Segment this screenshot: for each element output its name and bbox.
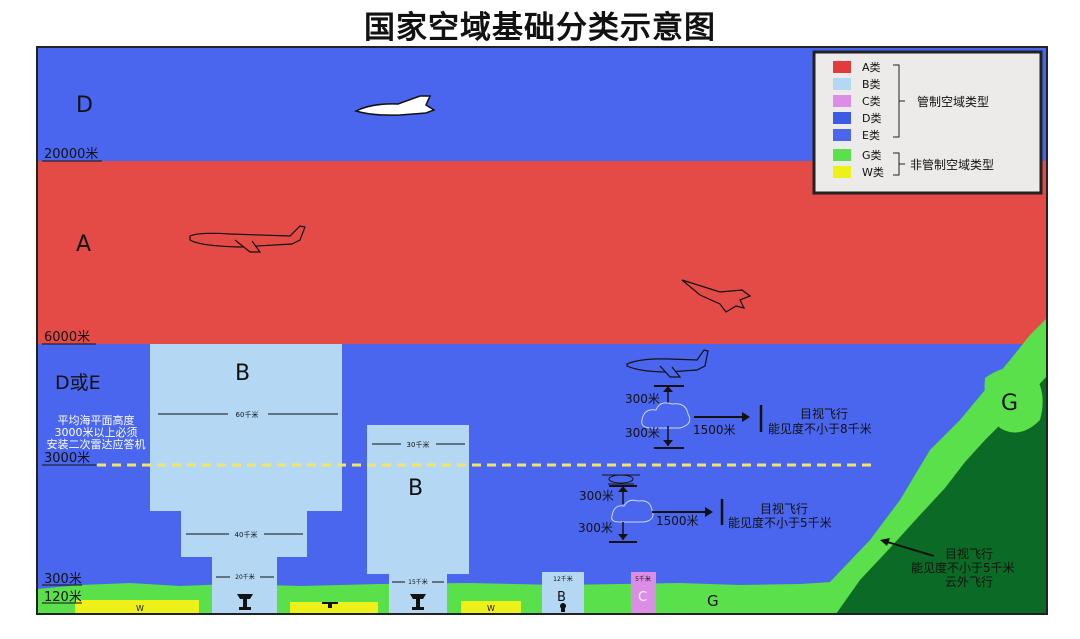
control-tower-icon <box>410 594 426 610</box>
vertical-sep-label: 300米 <box>578 521 613 535</box>
dim-label-20km: 20千米 <box>235 573 255 581</box>
zone-label-a: A <box>76 232 91 257</box>
legend-label-b: B类 <box>862 77 881 91</box>
radar-note-line1: 平均海平面高度 <box>58 413 135 427</box>
dim-label-12km: 12千米 <box>553 575 573 583</box>
vertical-sep-label: 300米 <box>625 426 660 440</box>
horizontal-sep-label: 1500米 <box>656 514 699 528</box>
legend-label-e: E类 <box>862 128 880 142</box>
legend-swatch-w <box>833 166 851 178</box>
zone-b-medium <box>367 425 469 614</box>
zone-label-b-small: B <box>557 590 566 605</box>
legend-label-g: G类 <box>862 148 882 162</box>
zone-label-w-left: W <box>136 604 144 613</box>
cloud-icon <box>641 402 691 429</box>
zone-label-b-medium: B <box>408 476 423 501</box>
legend-swatch-a <box>833 61 851 73</box>
dim-label-5km: 5千米 <box>635 575 651 583</box>
zone-b-large <box>150 344 342 614</box>
vfr-note-line2: 能见度不小于5千米 <box>728 515 832 530</box>
dim-label-40km: 40千米 <box>235 530 258 539</box>
vfr-note-line1: 目视飞行 <box>760 501 808 516</box>
fighter-jet-icon <box>681 279 752 313</box>
legend-controlled-label: 管制空域类型 <box>917 94 989 109</box>
zone-label-g-ground: G <box>707 592 719 610</box>
zone-label-g-right: G <box>1001 391 1018 416</box>
legend-swatch-b <box>833 78 851 90</box>
space-shuttle-icon <box>353 95 436 116</box>
airliner-icon <box>189 225 306 253</box>
vfr-g-note-line2: 能见度不小于5千米 <box>911 560 1015 575</box>
diagram-border <box>36 46 1048 615</box>
arrow-head-icon <box>663 386 673 392</box>
vfr-note-line1: 目视飞行 <box>800 406 848 421</box>
altitude-label-6000: 6000米 <box>44 330 90 345</box>
dim-label-60km: 60千米 <box>236 410 259 419</box>
legend-label-c: C类 <box>862 94 881 108</box>
arrow-head-icon <box>742 412 750 422</box>
vertical-sep-label: 300米 <box>625 392 660 406</box>
zone-label-d-top: D <box>76 93 93 118</box>
legend-swatch-e <box>833 129 851 141</box>
airliner-icon <box>626 349 709 378</box>
zone-g-mountain-inner <box>836 376 1047 614</box>
arrow-head-icon <box>618 486 628 492</box>
altitude-label-300: 300米 <box>44 572 82 587</box>
g-zone-pointer <box>883 540 935 557</box>
zone-w-left <box>75 600 199 614</box>
zone-w-right <box>461 601 521 614</box>
legend-bracket-uncontrolled <box>893 152 905 176</box>
legend-swatch-c <box>833 95 851 107</box>
zone-label-w-right: W <box>487 604 495 613</box>
zone-g-label-blob <box>984 367 1043 433</box>
altitude-label-3000: 3000米 <box>44 451 90 466</box>
zone-label-b-large: B <box>235 361 250 386</box>
legend-bracket-controlled <box>893 64 905 138</box>
vfr-g-note-line3: 云外飞行 <box>945 575 993 589</box>
arrow-head-icon <box>705 507 713 517</box>
zone-label-d-or-e: D或E <box>55 372 101 394</box>
dim-label-30km: 30千米 <box>407 440 430 449</box>
legend: A类 B类 C类 D类 E类 G类 W类 管制空域类型 非管制空域类型 <box>812 50 1043 195</box>
altitude-label-20000: 20000米 <box>44 147 98 162</box>
drone-icon <box>322 602 338 608</box>
arrow-head-icon <box>663 440 673 446</box>
legend-uncontrolled-label: 非管制空域类型 <box>910 157 994 172</box>
control-tower-icon <box>237 594 253 610</box>
radar-note-line3: 安装二次雷达应答机 <box>47 437 146 451</box>
arrow-head-icon <box>880 538 890 546</box>
control-tower-icon <box>560 603 566 612</box>
legend-label-a: A类 <box>862 60 881 74</box>
legend-swatch-d <box>833 112 851 124</box>
vfr-g-note-line1: 目视飞行 <box>945 546 993 561</box>
horizontal-sep-label: 1500米 <box>693 423 736 437</box>
zone-c-small <box>631 572 656 614</box>
arrow-head-icon <box>618 534 628 540</box>
zone-w-mid <box>290 602 378 614</box>
cloud-icon <box>611 499 654 523</box>
dim-label-15km: 15千米 <box>408 578 428 586</box>
zone-label-c-small: C <box>638 590 647 605</box>
vertical-sep-label: 300米 <box>579 489 614 503</box>
legend-label-d: D类 <box>862 111 881 125</box>
helicopter-icon <box>602 474 640 485</box>
page-title: 国家空域基础分类示意图 <box>364 10 716 46</box>
altitude-label-120: 120米 <box>44 590 82 605</box>
radar-note-line2: 3000米以上必须 <box>55 426 138 439</box>
legend-label-w: W类 <box>862 165 884 179</box>
vfr-note-line2: 能见度不小于8千米 <box>768 421 872 436</box>
legend-swatch-g <box>833 149 851 161</box>
